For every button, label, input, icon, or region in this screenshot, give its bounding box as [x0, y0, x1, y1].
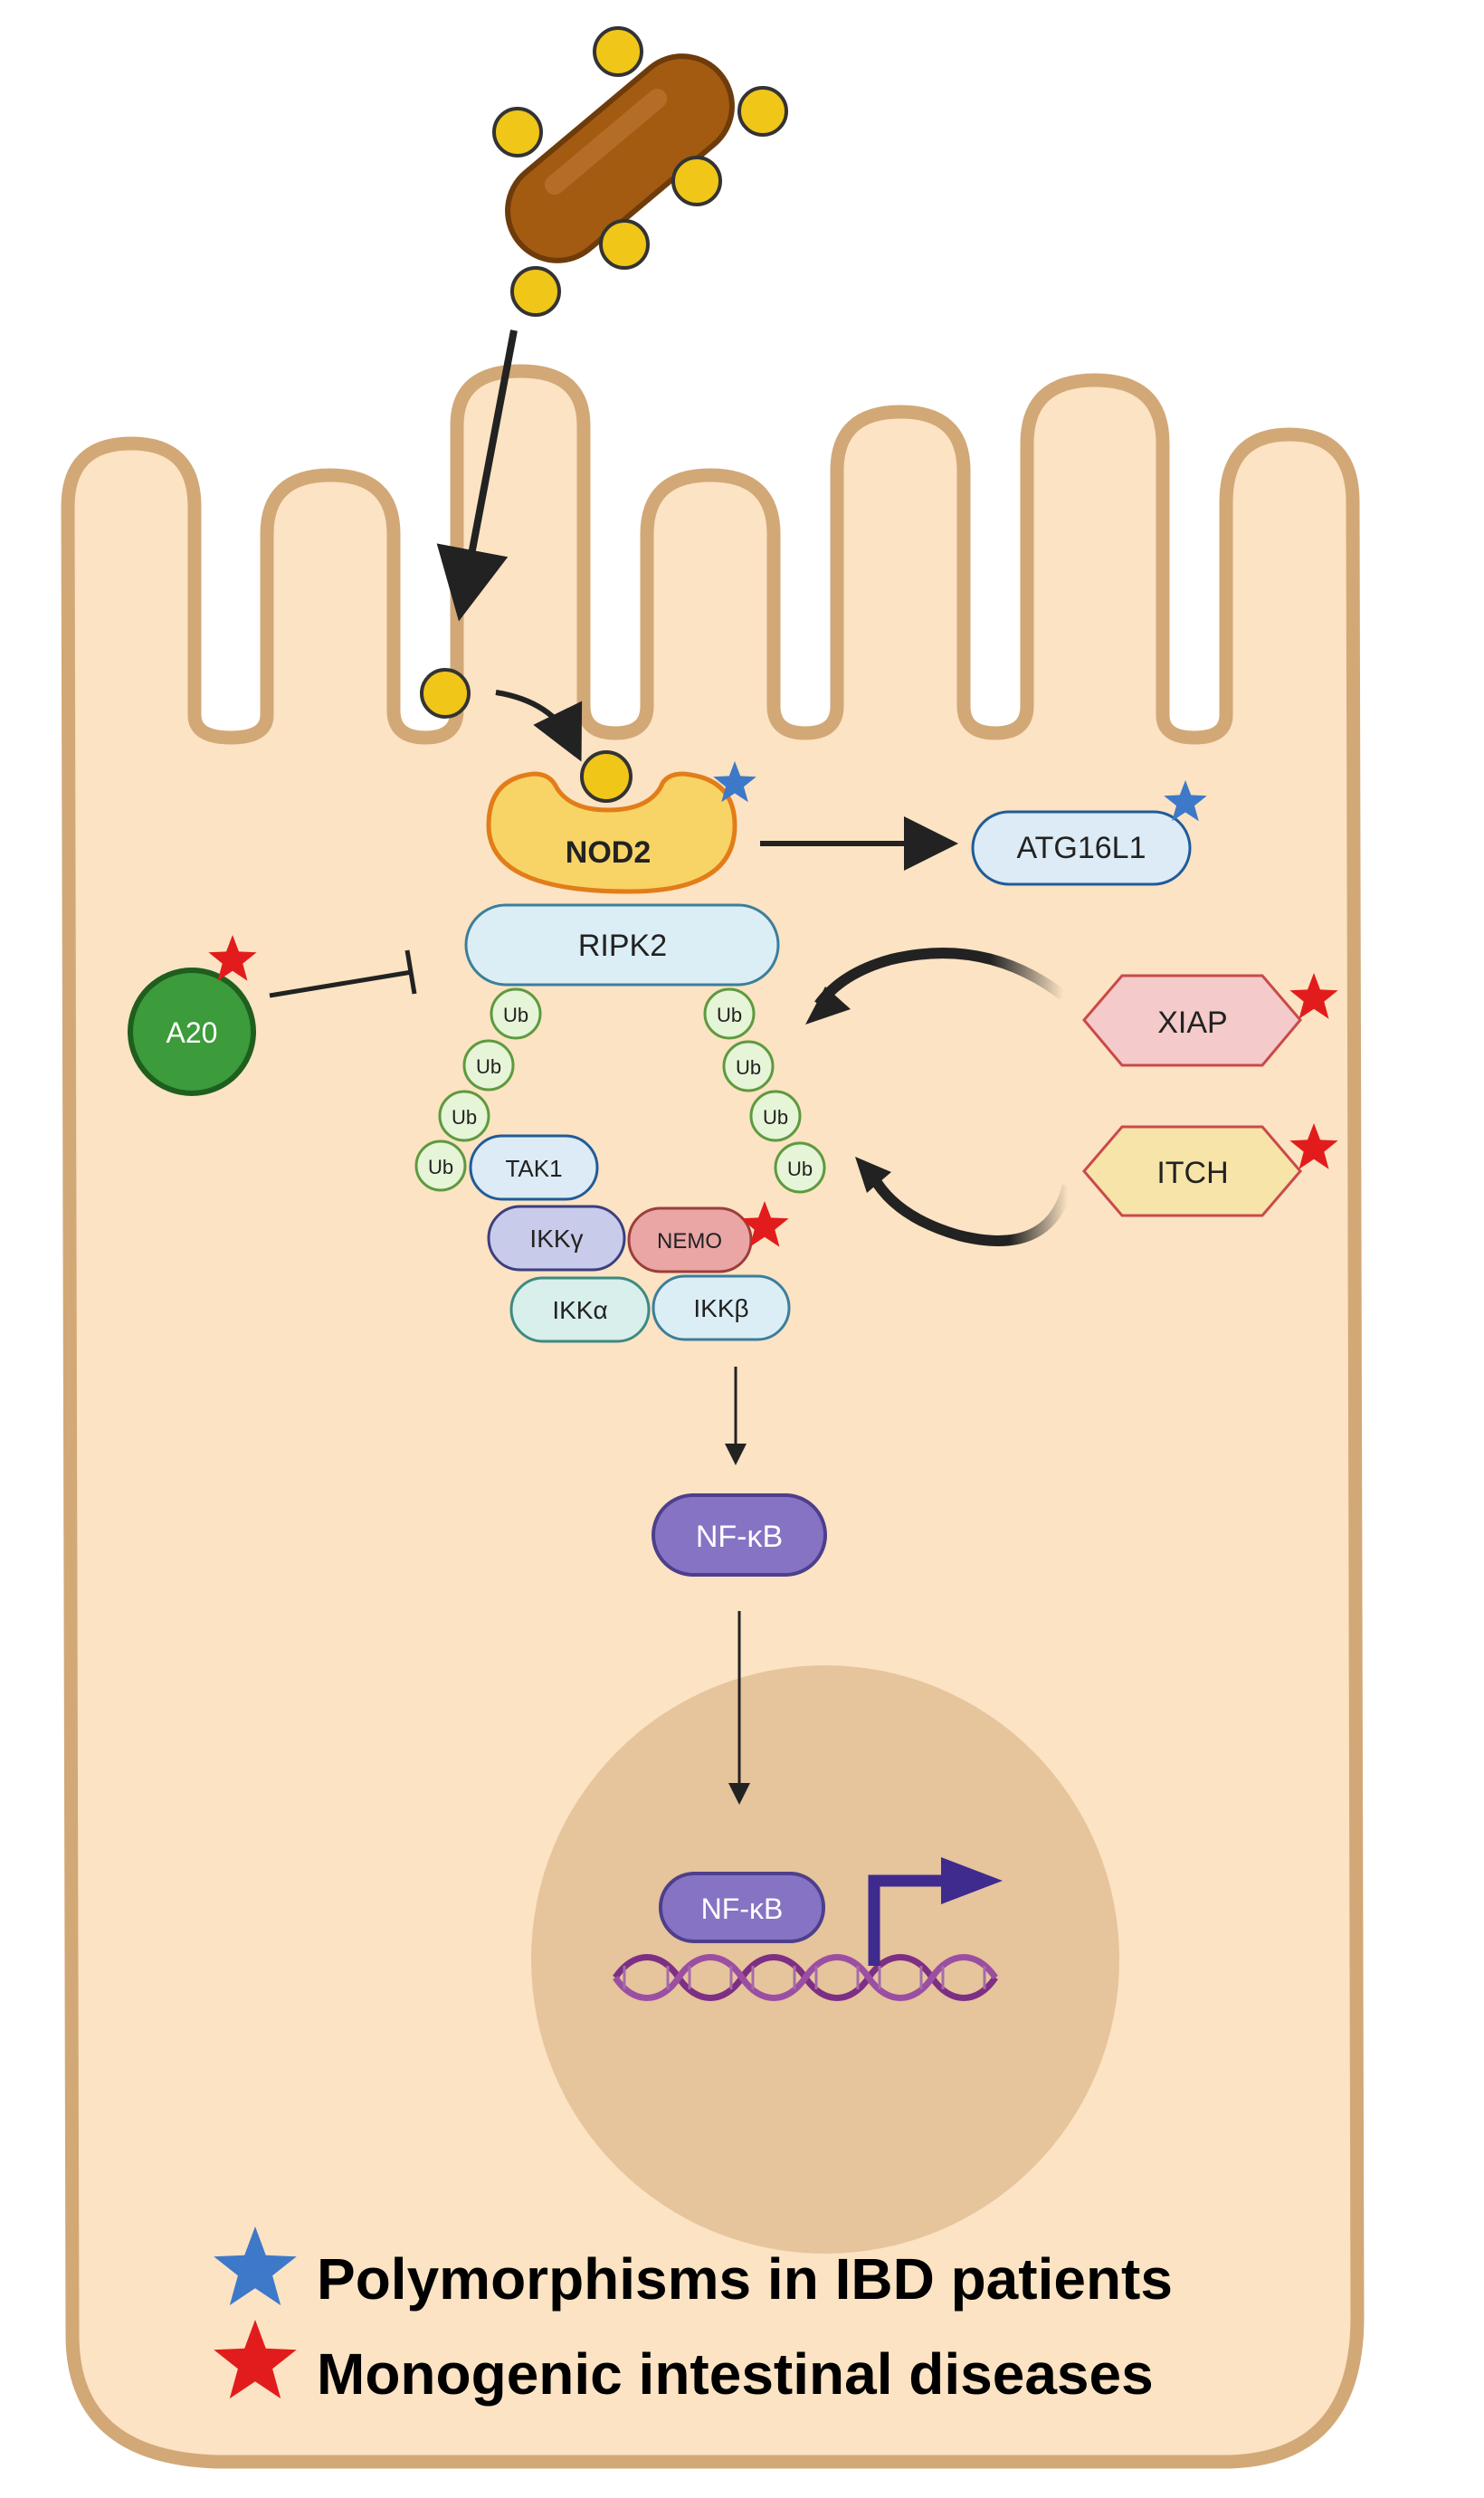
itch-to-ub-arrow [868, 1173, 1073, 1246]
ligand [510, 266, 561, 317]
ub-label: Ub [476, 1055, 501, 1078]
ligand-to-nod2-arrow [495, 690, 583, 762]
ikk-gamma-node [487, 1205, 626, 1272]
ikk-beta-node [652, 1274, 791, 1341]
xiap-arrowhead [805, 987, 851, 1025]
nemo-red-star [740, 1201, 789, 1247]
a20-inhibition-line [269, 969, 413, 998]
ub-label: Ub [452, 1106, 477, 1129]
xiap-red-star [1289, 973, 1338, 1019]
ligand [492, 107, 543, 157]
itch-label: ITCH [1156, 1156, 1228, 1190]
legend-red-label: Monogenic intestinal diseases [317, 2341, 1154, 2407]
a20-node [128, 968, 256, 1096]
ikk-gamma-label: IKKγ [529, 1225, 583, 1253]
ikk-alpha-node [509, 1276, 651, 1343]
legend-blue-star [214, 2226, 297, 2306]
xiap-shape [1082, 974, 1302, 1067]
a20-label: A20 [166, 1016, 218, 1049]
nemo-node [627, 1206, 753, 1273]
nfkb-nucleus-node [659, 1872, 825, 1943]
ub-label: Ub [787, 1158, 813, 1180]
nfkb-cytoplasm-node [652, 1493, 827, 1577]
ikk-beta-label: IKKβ [693, 1294, 748, 1322]
nfkb-nucleus-label: NF-κB [701, 1893, 784, 1925]
ligand [737, 86, 788, 137]
nod2-blue-star [713, 761, 756, 803]
atg16l1-blue-star [1164, 780, 1207, 822]
tak1-label: TAK1 [505, 1155, 562, 1182]
ub-chain-left: Ub Ub Ub Ub [414, 987, 542, 1192]
atg16l1-node [971, 810, 1192, 886]
legend-red-star [214, 2320, 297, 2399]
transcription-arrow [868, 1874, 950, 1966]
transcription-arrowhead [941, 1857, 1003, 1904]
atg16l1-label: ATG16L1 [1016, 831, 1146, 865]
ligand-membrane [420, 668, 471, 719]
bacterium [492, 26, 788, 317]
entry-arrow [436, 329, 518, 622]
itch-red-star [1289, 1123, 1338, 1169]
a20-inhibition-bar [404, 949, 417, 995]
itch-shape [1082, 1125, 1302, 1217]
ub-chain-right: Ub Ub Ub Ub [703, 987, 826, 1194]
a20-red-star [208, 935, 257, 981]
ligand [599, 219, 650, 270]
nfkb-cytoplasm-label: NF-κB [696, 1520, 783, 1554]
ikk-alpha-label: IKKα [552, 1296, 607, 1324]
legend-blue-label: Polymorphisms in IBD patients [317, 2246, 1173, 2312]
dna-helix [613, 1954, 998, 2001]
ub-label: Ub [763, 1106, 788, 1129]
ub-label: Ub [503, 1004, 528, 1026]
tak1-node [469, 1134, 599, 1201]
ub-label: Ub [717, 1004, 742, 1026]
xiap-to-ripk2-arrow [814, 948, 1067, 1008]
ub-label: Ub [428, 1156, 453, 1178]
nemo-label: NEMO [657, 1229, 722, 1254]
nod2-receptor: NOD2 [486, 750, 737, 894]
xiap-label: XIAP [1157, 1006, 1227, 1040]
itch-arrowhead [855, 1157, 891, 1193]
ripk2-label: RIPK2 [578, 929, 667, 963]
ub-label: Ub [736, 1056, 761, 1079]
ligand-bound [580, 750, 633, 803]
nod2-label: NOD2 [566, 835, 651, 870]
legend: Polymorphisms in IBD patients Monogenic … [214, 2226, 1173, 2407]
ripk2-node [464, 903, 780, 987]
ligand [671, 156, 722, 206]
ligand [593, 26, 643, 77]
